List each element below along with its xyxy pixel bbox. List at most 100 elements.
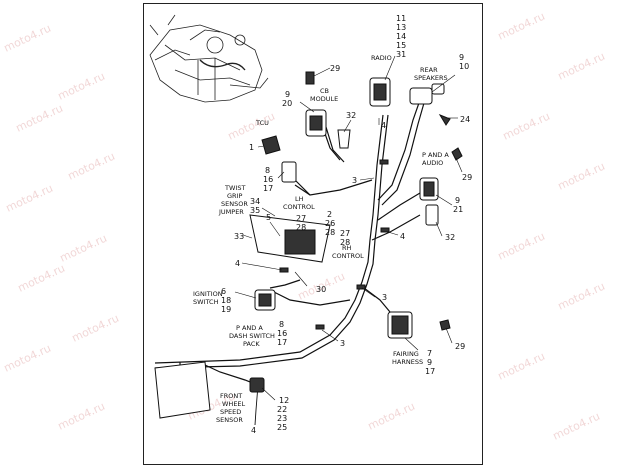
label-audio-1: P AND A — [422, 151, 449, 159]
watermark: moto4.ru — [56, 400, 107, 433]
callout: 4 — [400, 232, 405, 241]
motorcycle-inset — [149, 14, 269, 103]
callout: 27 — [340, 229, 350, 238]
terminal-29-fairing — [439, 319, 451, 331]
watermark: moto4.ru — [496, 350, 547, 383]
callout: 14 — [396, 32, 406, 41]
watermark: moto4.ru — [556, 160, 607, 193]
label-sensor-4: SENSOR — [216, 416, 243, 424]
callout: 32 — [445, 233, 455, 242]
callout: 29 — [330, 64, 340, 73]
terminal-29-audio — [451, 147, 463, 161]
rear-speaker-connector — [409, 87, 433, 105]
watermark: moto4.ru — [501, 110, 552, 143]
callout: 10 — [459, 62, 469, 71]
watermark: moto4.ru — [556, 50, 607, 83]
callout: 29 — [462, 173, 472, 182]
callout: 3 — [340, 339, 345, 348]
lh-control-switch — [284, 229, 316, 255]
callout: 22 — [277, 405, 287, 414]
label-dash-1: P AND A — [236, 324, 263, 332]
callout: 33 — [234, 232, 244, 241]
callout: 4 — [251, 426, 256, 435]
boot-32-top — [337, 129, 351, 149]
label-twist-3: SENSOR — [221, 200, 248, 208]
watermark: moto4.ru — [58, 232, 109, 265]
callout: 18 — [221, 296, 231, 305]
terminal-29-top — [305, 71, 315, 85]
terminal-24 — [438, 113, 451, 126]
label-rh-2: CONTROL — [332, 252, 364, 260]
callout: 26 — [325, 219, 335, 228]
callout: 21 — [453, 205, 463, 214]
label-fairing-1: FAIRING — [393, 350, 419, 358]
watermark: moto4.ru — [551, 410, 602, 443]
label-fairing-2: HARNESS — [392, 358, 423, 366]
cable-tie — [379, 159, 389, 165]
label-sensor-2: WHEEL — [222, 400, 246, 408]
label-lh-2: CONTROL — [283, 203, 315, 211]
leader-lines — [234, 55, 463, 401]
callout: 8 — [279, 320, 284, 329]
callout: 11 — [396, 14, 406, 23]
cable-tie — [356, 284, 366, 290]
watermark: moto4.ru — [70, 312, 121, 345]
callout: 31 — [396, 50, 406, 59]
callout: 30 — [316, 285, 326, 294]
label-cb-2: MODULE — [310, 95, 338, 103]
callout: 17 — [277, 338, 287, 347]
watermark: moto4.ru — [66, 150, 117, 183]
callout: 35 — [250, 206, 260, 215]
callout: 3 — [352, 176, 357, 185]
watermark: moto4.ru — [14, 102, 65, 135]
label-radio: RADIO — [371, 54, 392, 62]
label-audio-2: AUDIO — [422, 159, 443, 167]
label-twist-1: TWIST — [224, 184, 245, 192]
label-twist-2: GRIP — [227, 192, 242, 200]
cable-tie — [380, 227, 390, 233]
callout: 29 — [455, 342, 465, 351]
callout: 1 — [249, 143, 254, 152]
callout: 4 — [381, 121, 386, 130]
watermark: moto4.ru — [2, 22, 53, 55]
tcu-unit — [261, 135, 281, 155]
callout: 17 — [263, 184, 273, 193]
label-sensor-1: FRONT — [220, 392, 242, 400]
callout-numbers: 11 13 14 15 31 9 10 29 9 20 32 24 4 1 8 … — [221, 14, 472, 435]
callout: 3 — [382, 293, 387, 302]
callout: 9 — [427, 358, 432, 367]
label-tcu: TCU — [255, 119, 269, 127]
callout: 5 — [266, 213, 271, 222]
cable-tie — [315, 324, 325, 330]
boot-32-mid — [425, 204, 439, 226]
label-rh-1: RH — [342, 244, 352, 252]
callout: 20 — [282, 99, 292, 108]
components — [154, 71, 463, 419]
watermark: moto4.ru — [56, 70, 107, 103]
callout: 8 — [265, 166, 270, 175]
callout: 4 — [235, 259, 240, 268]
watermark: moto4.ru — [16, 262, 67, 295]
label-lh-1: LH — [295, 195, 304, 203]
callout: 17 — [425, 367, 435, 376]
callout: 24 — [460, 115, 470, 124]
callout: 9 — [285, 90, 290, 99]
callout: 7 — [427, 349, 432, 358]
callout: 15 — [396, 41, 406, 50]
label-ignition-2: SWITCH — [193, 298, 219, 306]
label-rear-speakers-2: SPEAKERS — [414, 74, 448, 82]
callout: 16 — [263, 175, 273, 184]
label-twist-4: JUMPER — [218, 208, 244, 216]
callout: 12 — [279, 396, 289, 405]
callout: 28 — [340, 238, 350, 247]
cable-tie — [279, 267, 289, 273]
tcu-connector — [281, 161, 297, 183]
callout: 19 — [221, 305, 231, 314]
watermark: moto4.ru — [556, 280, 607, 313]
label-dash-2: DASH SWITCH — [229, 332, 275, 340]
watermark: moto4.ru — [4, 182, 55, 215]
callout: 16 — [277, 329, 287, 338]
callout: 27 — [296, 214, 306, 223]
speed-sensor-connector — [249, 377, 265, 393]
